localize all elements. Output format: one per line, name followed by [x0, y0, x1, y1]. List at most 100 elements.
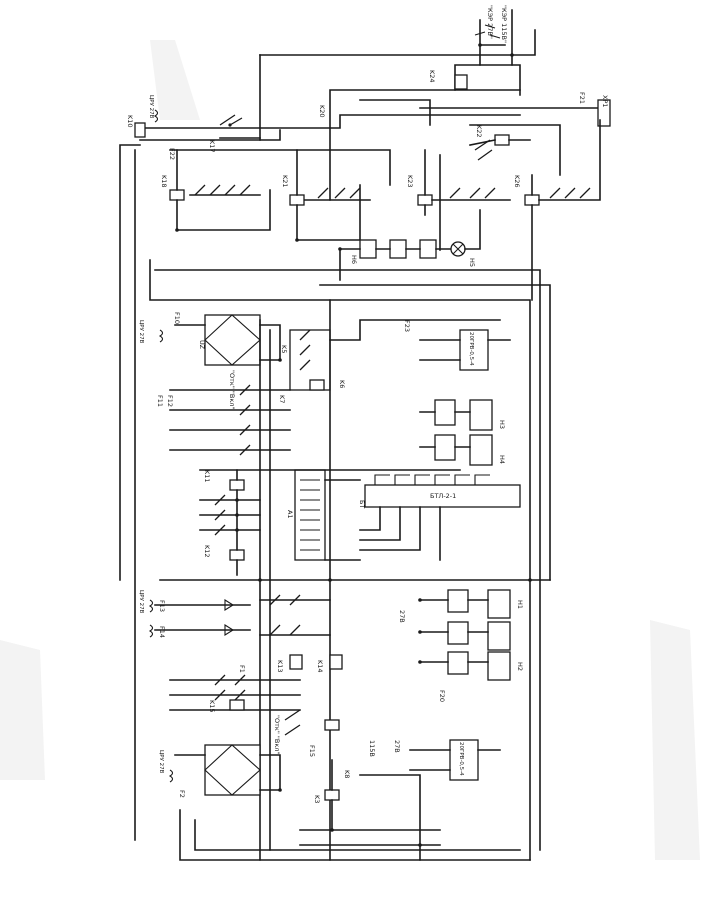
svg-text:F1: F1 — [238, 665, 246, 673]
svg-text:K22: K22 — [475, 125, 483, 138]
fuse-lower-1 — [148, 599, 154, 613]
svg-text:H5: H5 — [468, 258, 476, 267]
relay-coil-k22 — [494, 134, 510, 146]
svg-text:ЦРУ 27В: ЦРУ 27В — [138, 590, 144, 614]
svg-text:27В: 27В — [393, 740, 401, 753]
svg-text:K13: K13 — [276, 660, 284, 673]
svg-text:F10: F10 — [173, 312, 181, 324]
svg-text:"Отк" "Вкл": "Отк" "Вкл" — [273, 715, 281, 754]
indicator-block-6 — [487, 589, 511, 619]
svg-text:K26: K26 — [513, 175, 521, 188]
svg-text:K18: K18 — [160, 175, 168, 188]
svg-text:F14: F14 — [158, 626, 166, 638]
relay-coil-k11 — [229, 479, 245, 491]
relay-coil-k13 — [329, 654, 343, 670]
relay-coil-k23 — [417, 194, 433, 206]
svg-text:F22: F22 — [168, 148, 176, 160]
svg-text:F2: F2 — [178, 790, 186, 798]
svg-text:H2: H2 — [516, 662, 524, 671]
svg-text:K6: K6 — [338, 380, 346, 388]
relay-coil-k3 — [324, 789, 340, 801]
device-20grv-lower — [449, 739, 479, 781]
fuse-top — [153, 109, 159, 123]
relay-coil-k21 — [289, 194, 305, 206]
xp1-label: XP1 — [601, 95, 609, 108]
block-k4 — [389, 239, 407, 259]
svg-text:K20: K20 — [318, 105, 326, 118]
svg-text:H4: H4 — [498, 455, 506, 464]
svg-text:ЦРУ 27В: ЦРУ 27В — [148, 95, 154, 119]
device-20grv-upper — [459, 329, 489, 371]
svg-text:K24: K24 — [428, 70, 436, 83]
indicator-block-9 — [447, 651, 469, 675]
indicator-block-8 — [487, 621, 511, 651]
indicator-block-3 — [434, 434, 456, 461]
svg-text:K10: K10 — [126, 115, 134, 128]
relay-coil-k14 — [289, 654, 303, 670]
relay-coil-k16-lower — [324, 719, 340, 731]
svg-text:F13: F13 — [158, 600, 166, 612]
indicator-block-10 — [487, 651, 511, 681]
svg-text:27В: 27В — [398, 610, 406, 623]
svg-text:K3: K3 — [313, 795, 321, 803]
bt-control-block — [364, 484, 521, 508]
junction-nodes — [175, 228, 532, 847]
svg-text:UZ: UZ — [198, 340, 206, 350]
middle-circuit: ЦРУ 27В F10 UZ K5 K6 K7 "Отк" "Вкл" 20ГР… — [138, 299, 551, 861]
svg-text:K7: K7 — [278, 395, 286, 403]
svg-text:K21: K21 — [281, 175, 289, 188]
svg-text:F21: F21 — [578, 92, 586, 104]
svg-text:F23: F23 — [403, 320, 411, 332]
block-k5 — [419, 239, 437, 259]
svg-text:K17: K17 — [208, 140, 216, 153]
relay-coil-k12 — [229, 549, 245, 561]
indicator-block-1 — [434, 399, 456, 426]
relay-coil-k18 — [169, 189, 185, 201]
rectifier-bridge-lower — [204, 744, 261, 796]
scan-background — [0, 40, 700, 860]
xp1-connector — [597, 99, 611, 127]
svg-text:20ГРВ-0,5-4: 20ГРВ-0,5-4 — [458, 742, 464, 776]
connector-k10 — [134, 122, 146, 138]
indicator-block-2 — [469, 399, 493, 431]
svg-text:115В: 115В — [368, 740, 376, 757]
svg-text:H6: H6 — [350, 255, 358, 264]
fuse-lower-2 — [148, 624, 154, 638]
svg-text:K5: K5 — [280, 345, 288, 353]
relay-coil-k26 — [524, 194, 540, 206]
svg-text:ЦРУ 27В: ЦРУ 27В — [158, 750, 164, 774]
fuse-mid — [158, 329, 164, 343]
svg-text:БТ: БТ — [358, 500, 366, 508]
relay-coil-k7 — [309, 379, 325, 391]
relay-coil-k25 — [454, 74, 468, 90]
lower-circuit: ЦРУ 27В F13 F14 K13 K14 H1 H2 27В K15 F1 — [138, 589, 531, 861]
svg-text:F12: F12 — [166, 395, 174, 407]
svg-text:H3: H3 — [498, 420, 506, 429]
indicator-block-7 — [447, 621, 469, 645]
svg-text:ЦРУ 27В: ЦРУ 27В — [138, 320, 144, 344]
svg-text:H1: H1 — [516, 600, 524, 609]
svg-text:F15: F15 — [308, 745, 316, 757]
indicator-block-4 — [469, 434, 493, 466]
svg-text:A1: A1 — [286, 510, 294, 519]
svg-text:"КЭР 27В": "КЭР 27В" — [486, 5, 494, 39]
svg-text:K15: K15 — [208, 700, 216, 713]
svg-text:K12: K12 — [203, 545, 211, 558]
svg-text:20ГРВ-0,5-4: 20ГРВ-0,5-4 — [468, 332, 474, 366]
rectifier-bridge-upper — [204, 314, 261, 366]
svg-text:"КЭР 115В": "КЭР 115В" — [500, 5, 508, 43]
relay-column-a1 — [294, 469, 326, 561]
svg-text:K23: K23 — [406, 175, 414, 188]
svg-text:K11: K11 — [203, 470, 211, 483]
svg-text:K14: K14 — [316, 660, 324, 673]
svg-text:F20: F20 — [438, 690, 446, 702]
svg-text:БТЛ-2-1: БТЛ-2-1 — [430, 492, 456, 500]
svg-text:F11: F11 — [156, 395, 164, 407]
upper-circuit: XP1 K24 K20 K22 "КЭР 27В" "КЭР 115В" F21… — [119, 5, 611, 861]
fuse-bottom — [168, 769, 174, 783]
block-k3 — [359, 239, 377, 259]
relay-coil-k15 — [229, 699, 245, 711]
indicator-block-5 — [447, 589, 469, 613]
svg-text:K8: K8 — [343, 770, 351, 778]
